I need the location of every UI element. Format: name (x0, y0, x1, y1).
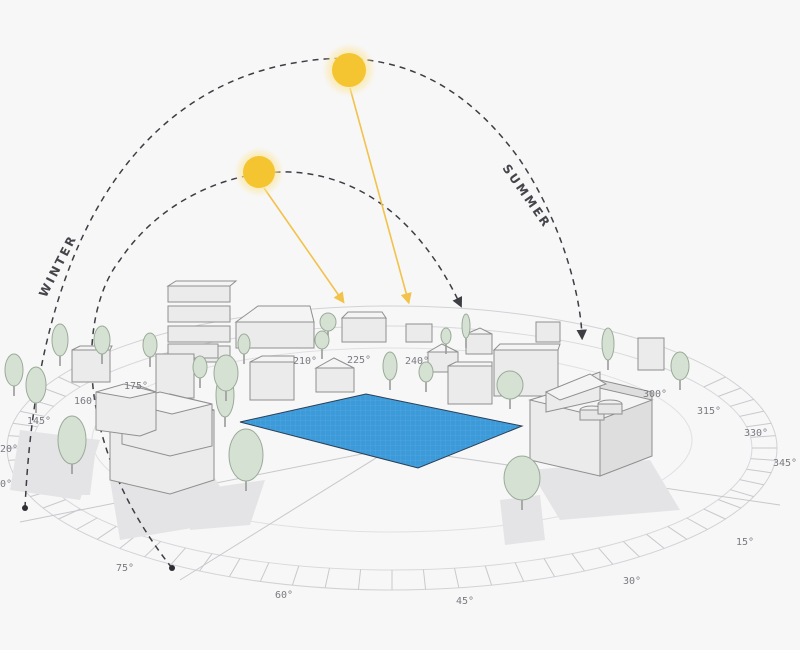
tree-canopy (4, 353, 24, 387)
left-foreground-block (95, 383, 215, 495)
deg-240: 240° (405, 356, 429, 367)
compass-tick (58, 376, 81, 388)
city (71, 280, 665, 495)
deg-0: 0° (0, 479, 12, 490)
tree-canopy (228, 428, 264, 482)
compass-tick (718, 387, 742, 397)
compass-tick (144, 541, 161, 558)
compass-tick (42, 387, 66, 397)
compass-tick (750, 435, 776, 438)
compass-tick (686, 517, 708, 530)
trees (4, 312, 690, 510)
compass-tick (598, 547, 614, 565)
tree-canopy (319, 312, 337, 332)
compass-tick (746, 422, 772, 428)
compass-tick (199, 553, 213, 572)
compass-tick (543, 558, 556, 577)
tree-canopy (314, 330, 330, 350)
deg-175: 175° (124, 381, 148, 392)
tree-canopy (142, 332, 158, 358)
compass-tick (96, 525, 117, 540)
compass-tick (484, 565, 493, 586)
compass-tick (571, 553, 585, 572)
tree-canopy (418, 361, 434, 383)
deg-345: 345° (773, 458, 797, 469)
tree-canopy (440, 327, 452, 345)
compass-tick (739, 410, 765, 417)
solar-panel (239, 393, 524, 469)
deg-30: 30° (623, 576, 641, 587)
tree-canopy (213, 354, 239, 392)
summer-path-start (22, 505, 28, 511)
summer-sun-icon (322, 43, 376, 97)
deg-20: 20° (0, 444, 18, 455)
tree-canopy (192, 355, 208, 379)
deg-15: 15° (736, 537, 754, 548)
compass-tick (703, 376, 726, 388)
deg-60: 60° (275, 590, 293, 601)
compass-tick (703, 508, 726, 520)
compass-tick (730, 398, 754, 407)
tree-canopy (237, 333, 251, 355)
deg-145: 145° (27, 416, 51, 427)
deg-160: 160° (74, 396, 98, 407)
compass-tick (746, 468, 772, 474)
tree-canopy (670, 351, 690, 381)
compass-tick (76, 517, 98, 530)
compass-tick (718, 499, 742, 509)
deg-75: 75° (116, 563, 134, 574)
compass-tick (739, 479, 765, 486)
compass-tick (324, 567, 330, 588)
compass-tick (750, 458, 776, 461)
compass-tick (730, 489, 754, 498)
tree-canopy (25, 366, 47, 404)
compass-tick (623, 541, 640, 558)
compass-tick (228, 558, 241, 577)
winter-label: WINTER (36, 232, 80, 299)
summer-sun-path (24, 57, 587, 509)
tree-canopy (601, 327, 615, 361)
compass-tick (12, 422, 38, 428)
summer-sun-ray (349, 87, 412, 305)
compass-tick (646, 533, 665, 549)
tree-canopy (496, 370, 524, 400)
mid-buildings (155, 343, 561, 405)
tree-canopy (57, 415, 87, 465)
compass-tick (454, 567, 460, 588)
right-foreground-block (528, 371, 654, 477)
deg-225: 225° (347, 355, 371, 366)
winter-sun-icon (234, 147, 284, 197)
tree-canopy (503, 455, 541, 501)
compass-tick (422, 569, 427, 590)
deg-300: 300° (643, 389, 667, 400)
deg-45: 45° (456, 596, 474, 607)
deg-330: 330° (744, 428, 768, 439)
compass-tick (291, 565, 300, 586)
compass-tick (357, 569, 362, 590)
winter-path-start (169, 565, 175, 571)
degree-labels: 300° 315° 330° 345° 15° 30° 45° 60° 75° … (0, 355, 797, 607)
compass-tick (667, 525, 688, 540)
compass-tick (42, 499, 66, 509)
tree-canopy (382, 351, 398, 381)
winter-sun-ray (263, 187, 345, 304)
deg-210: 210° (293, 356, 317, 367)
compass-tick (514, 562, 525, 582)
tree-canopy (461, 313, 471, 339)
compass-tick (170, 547, 186, 565)
tree-canopy (51, 323, 69, 357)
compass-tick (19, 410, 45, 417)
deg-315: 315° (697, 406, 721, 417)
compass-tick (259, 562, 270, 582)
summer-label: SUMMER (500, 162, 554, 231)
tree-canopy (93, 325, 111, 355)
